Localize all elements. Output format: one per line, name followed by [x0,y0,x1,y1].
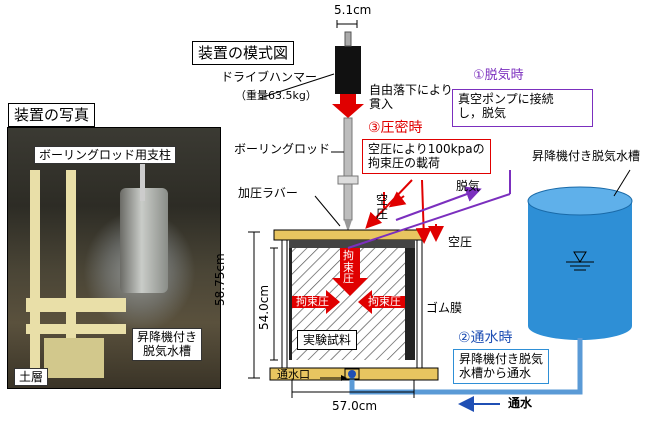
fall-arrow [332,94,364,118]
air-pressure-label-2: 空圧 [448,236,472,250]
degas-arrow-label: 脱気 [456,180,480,194]
degas-title: ①脱気時 [473,68,524,84]
flow-box: 昇降機付き脱気 水槽から通水 [453,349,549,384]
degas-box: ①脱気時 真空ポンプに接続 し，脱気 [452,89,593,127]
hammer-weight-label: （重量63.5kg） [235,90,317,103]
flow-text: 昇降機付き脱気 水槽から通水 [459,352,543,381]
water-inlet-label: 通水口 [277,369,310,382]
height-inner-label: 54.0cm [258,285,272,330]
free-fall-label: 自由落下により 貫入 [369,84,453,112]
rubber-label: 加圧ラバー [238,187,298,201]
pressure-box: 空圧により100kpaの 拘束圧の載荷 [362,139,491,174]
rubber-membrane-label: ゴム膜 [426,302,462,316]
chamber-wall-right [417,240,422,368]
degas-text: 真空ポンプに接続 し，脱気 [458,92,587,121]
confining-right-label: 拘束圧 [368,296,401,309]
specimen-label: 実験試料 [297,330,357,350]
confining-left-label: 拘束圧 [296,296,329,309]
confining-top-label: 拘 束 圧 [343,250,354,285]
boring-rod-label: ボーリングロッド [234,143,330,157]
pressure-text: 空圧により100kpaの 拘束圧の載荷 [368,142,485,171]
drive-hammer [335,46,361,94]
boring-rod [344,118,352,220]
water-flow-label: 通水 [508,397,532,411]
flow-title: ②通水時 [458,330,513,346]
hammer-label: ドライブハンマー [221,71,317,85]
top-plate [274,230,424,240]
chamber-wall-left [282,240,287,368]
height-outer-label: 58.75cm [214,253,228,306]
tank-label: 昇降機付き脱気水槽 [532,150,640,164]
width-label: 57.0cm [332,400,377,414]
pressure-title: ③圧密時 [368,120,423,136]
air-pressure-label-1: 空 圧 [376,194,388,222]
rod-width-label: 5.1cm [334,4,371,18]
